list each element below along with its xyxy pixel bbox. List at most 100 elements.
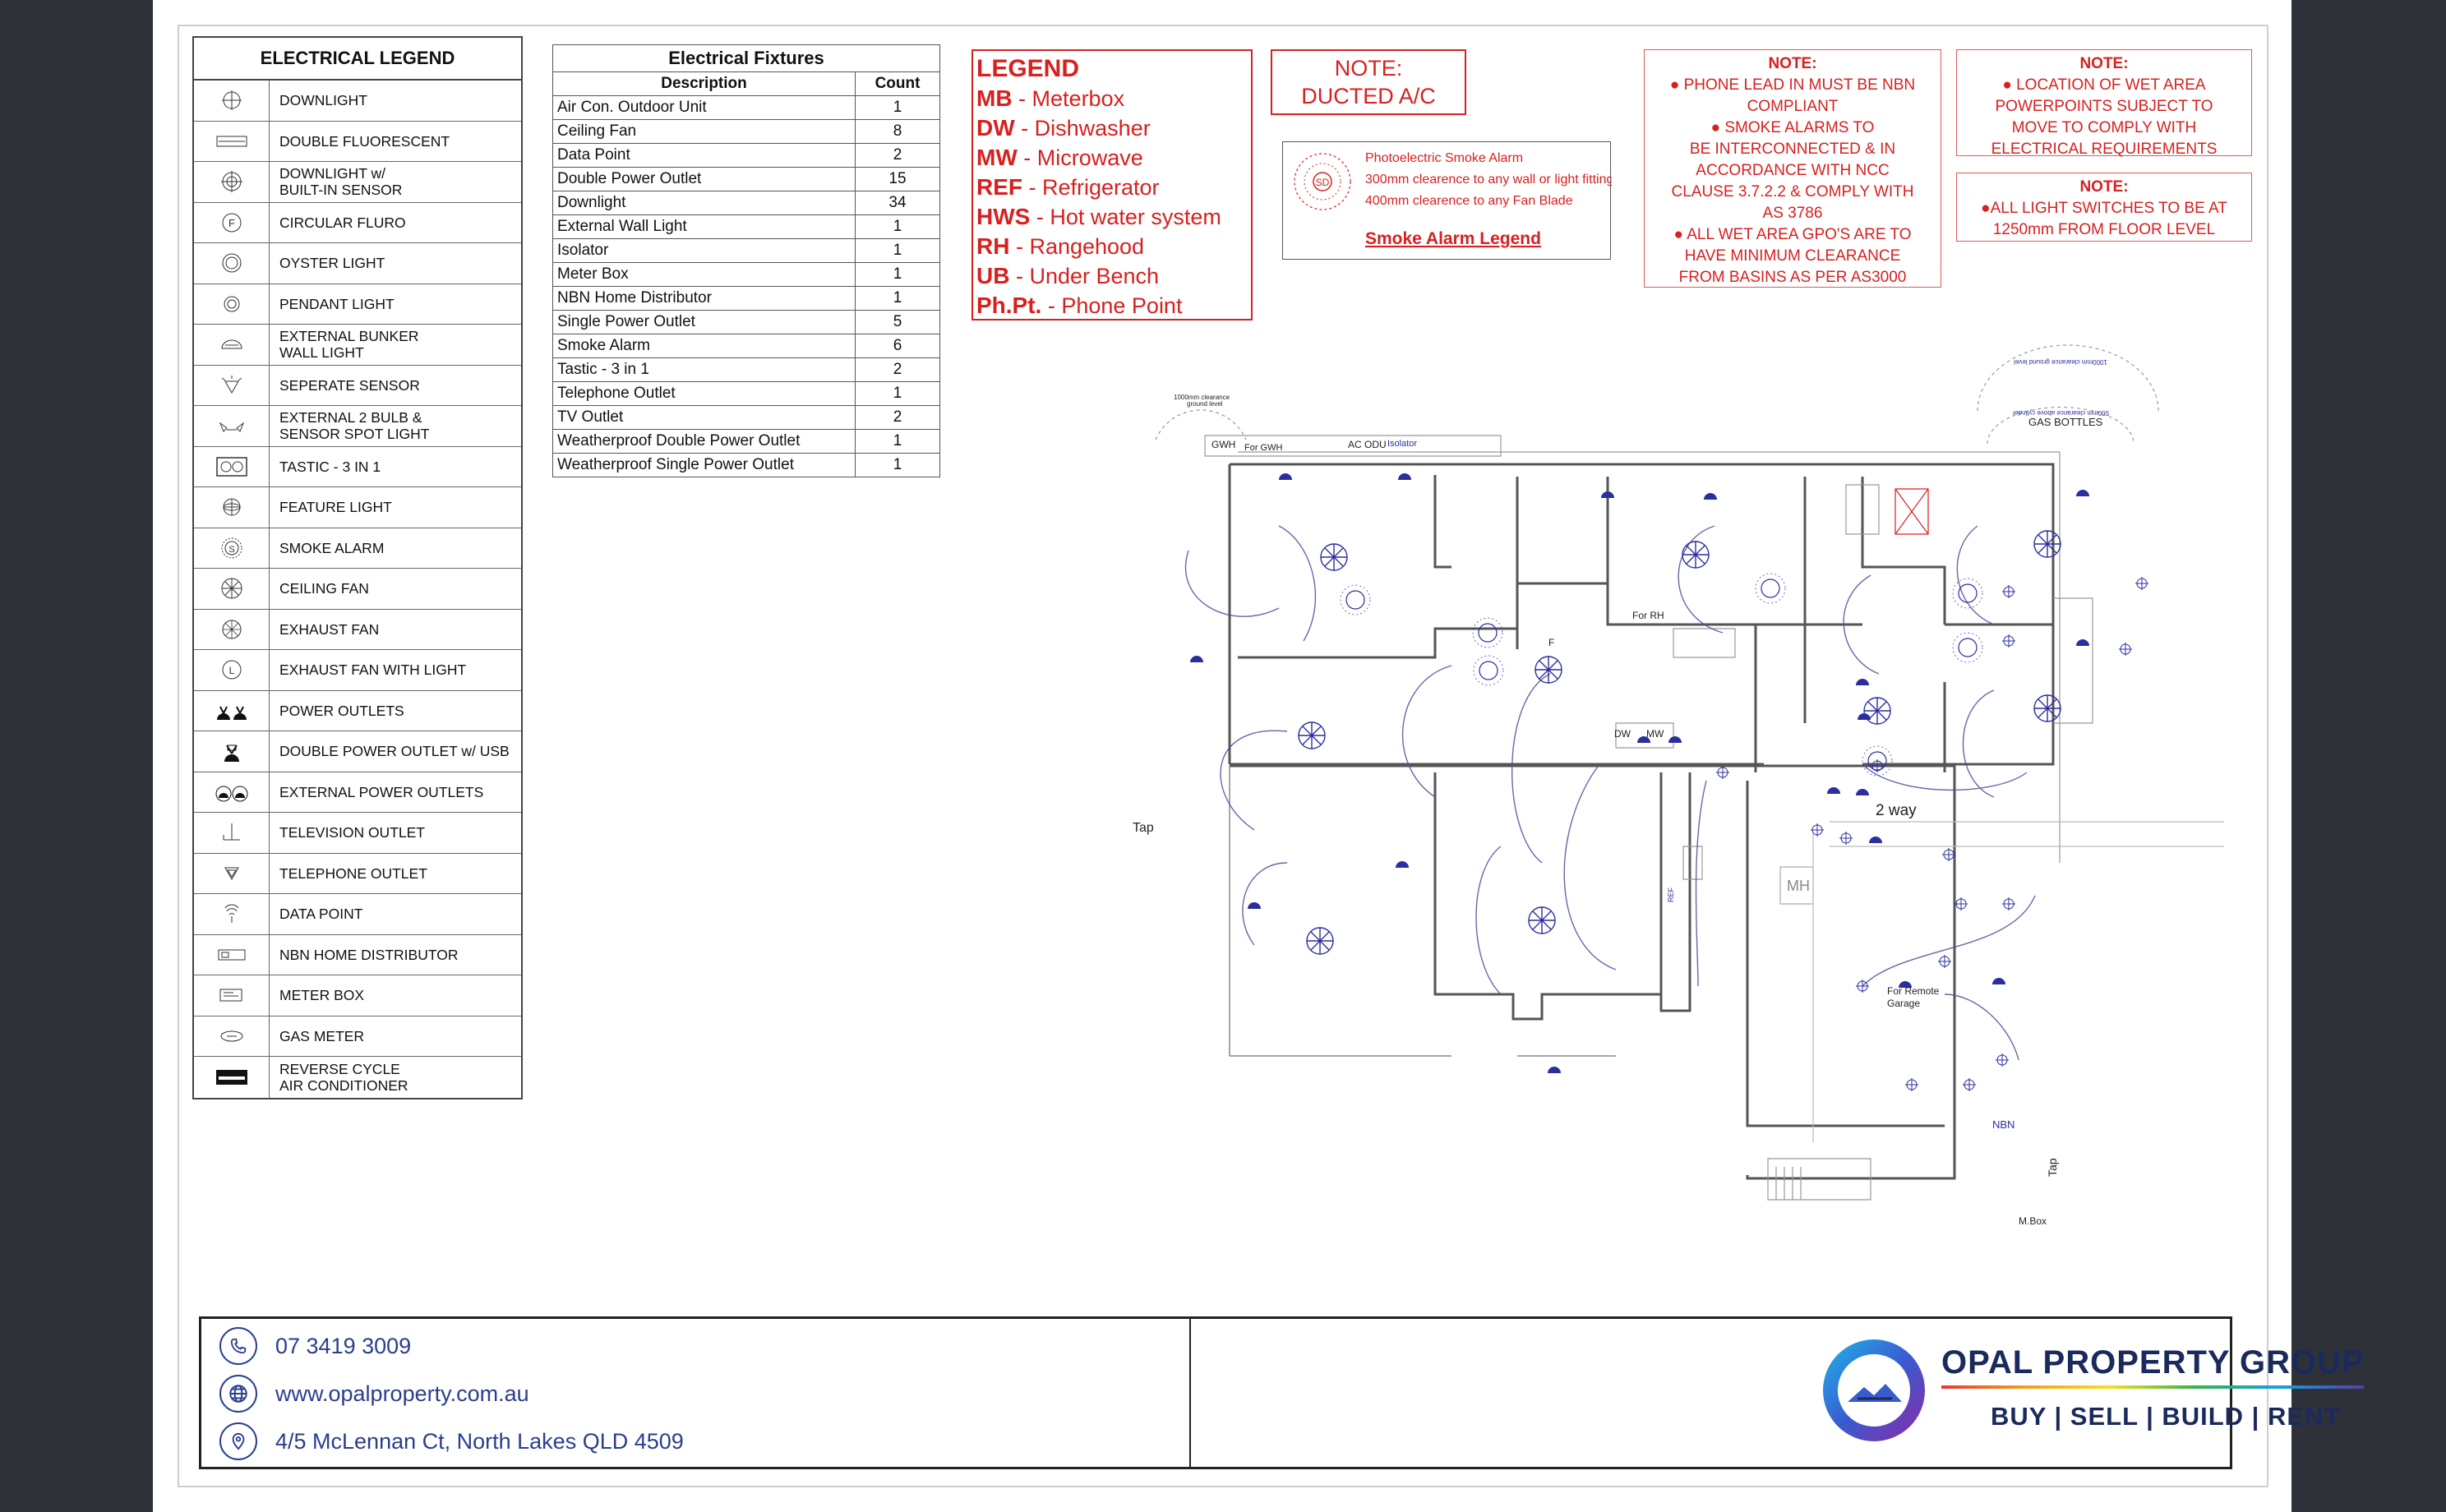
ceiling-fan-icon [2033,530,2061,558]
note1-line: HAVE MINIMUM CLEARANCE [1684,247,1901,265]
power-outlets-icon [194,690,270,731]
legend-row: F CIRCULAR FLURO [194,202,521,243]
fixture-count: 1 [855,286,940,311]
legend-row: NBN HOME DISTRIBUTOR [194,934,521,975]
downlight-icon [1963,1078,1976,1091]
col-description: Description [552,71,856,96]
contact-website[interactable]: www.opalproperty.com.au [219,1375,529,1413]
ducted-note-title: NOTE: [1334,56,1403,81]
label-clearance-left: 1000mm clearance [1174,394,1230,401]
label-two-way: 2 way [1876,802,1917,819]
title-block-footer: 07 3419 3009 www.opalproperty.com.au 4/5… [199,1316,2232,1469]
power-outlet-icon [1856,789,1869,795]
abbr-code: RH [976,233,1010,259]
label-isolator: Isolator [1387,439,1417,449]
legend-label: SMOKE ALARM [279,539,385,556]
note2-line: MOVE TO COMPLY WITH [2011,119,2197,136]
downlight-icon [2002,634,2015,648]
legend-label: EXHAUST FAN WITH LIGHT [279,662,467,679]
power-outlet-icon [1992,978,2005,984]
legend-label: CIRCULAR FLURO [279,214,406,231]
power-outlet-icon [1856,679,1869,685]
feature-light-icon [194,487,270,528]
air-conditioner-icon [194,1057,270,1098]
abbr-item: REF - Refrigerator [976,173,1248,202]
svg-text:S: S [228,545,234,555]
legend-row: DOWNLIGHT [194,81,521,122]
fixture-count: 1 [855,429,940,454]
smoke-line3: 400mm clearence to any Fan Blade [1365,194,1573,208]
ceiling-fan-icon [194,569,270,609]
abbr-item: HWS - Hot water system [976,202,1248,232]
label-for-gwh: For GWH [1244,443,1282,453]
contact-phone[interactable]: 07 3419 3009 [219,1327,411,1365]
abbr-item: RH - Rangehood [976,232,1248,261]
fixture-description: Weatherproof Double Power Outlet [552,429,856,454]
note1-line: ACCORDANCE WITH NCC [1696,162,1890,179]
power-outlet-icon [1279,473,1292,480]
fixture-count: 1 [855,381,940,406]
separate-sensor-icon [194,365,270,405]
globe-icon [219,1375,257,1413]
website-url: www.opalproperty.com.au [275,1381,529,1406]
double-fluorescent-icon [194,121,270,161]
downlight-icon [1905,1078,1918,1091]
pendant-light-icon [194,284,270,324]
ducted-note: NOTE: DUCTED A/C [1271,49,1466,115]
abbr-item: DW - Dishwasher [976,113,1248,143]
power-outlet-icon [1637,736,1650,743]
label-gas-bottles: GAS BOTTLES [2028,416,2103,428]
circular-fluro-icon: F [194,202,270,242]
label-for-rh: For RH [1632,610,1664,621]
footer-divider [1189,1319,1191,1467]
sheet-frame [178,25,2268,1487]
smoke-symbol-text: SD [1316,177,1330,188]
downlight-icon [1938,955,1951,968]
label-tap-right: Tap [2046,1158,2059,1177]
power-outlet-icon [1869,837,1882,843]
abbr-code: REF [976,174,1022,200]
legend-row: FEATURE LIGHT [194,487,521,528]
label-clearance-top: 1000mm clearance ground level [2014,358,2107,366]
downlight-icon [1954,897,1968,910]
fixtures-title: Electrical Fixtures [552,44,940,71]
abbr-code: HWS [976,204,1031,229]
label-clearance-cylinder: 500mm clearance above cylinder [2012,409,2109,417]
smoke-alarm-legend: SD Photoelectric Smoke Alarm 300mm clear… [1282,141,1613,260]
abbr-text: - Phone Point [1041,293,1183,318]
fixture-count: 15 [855,167,940,191]
brand-rainbow-line [1941,1385,2364,1389]
abbr-code: MB [976,85,1013,111]
note3-title: NOTE: [2079,178,2129,196]
downlight-icon [1716,766,1729,779]
note1-title: NOTE: [1768,55,1817,72]
label-ground-level: ground level [1187,400,1223,408]
note1-line: CLAUSE 3.7.2.2 & COMPLY WITH [1671,183,1914,201]
power-outlet-icon [1396,861,1409,868]
note1-line: AS 3786 [1762,205,1823,222]
ceiling-fan-icon [1298,721,1326,749]
ceiling-fan-icon [1535,656,1562,684]
data-point-icon [194,894,270,934]
abbr-code: Ph.Pt. [976,293,1042,318]
legend-label: EXTERNAL 2 BULB & SENSOR SPOT LIGHT [279,409,430,443]
phone-number: 07 3419 3009 [275,1333,412,1358]
legend-label: GAS METER [279,1027,365,1044]
label-mbox: M.Box [2019,1215,2047,1227]
legend-row: CEILING FAN [194,569,521,610]
legend-label: DATA POINT [279,906,363,923]
fixture-description: Air Con. Outdoor Unit [552,95,856,120]
col-count: Count [855,71,940,96]
smoke-line1: Photoelectric Smoke Alarm [1365,151,1523,165]
power-outlet-icon [1190,656,1203,662]
label-gwh: GWH [1211,439,1235,450]
svg-text:L: L [228,665,234,676]
